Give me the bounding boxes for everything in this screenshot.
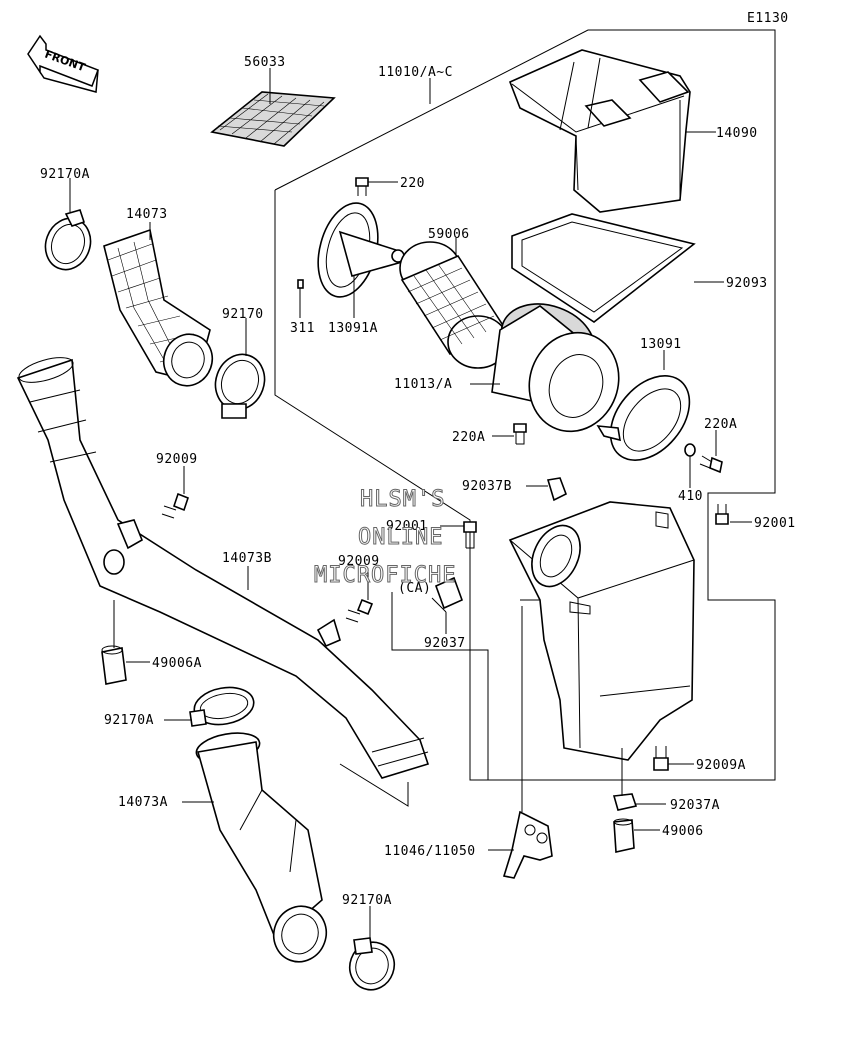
- label-92037A: 92037A: [670, 798, 720, 813]
- assembly-bracket-left: [274, 190, 488, 781]
- clamp-92170A-top: [44, 209, 92, 271]
- assembly-bracket-11010: [274, 29, 776, 781]
- clamp-92037: [431, 576, 464, 613]
- label-92009A: 92009A: [696, 758, 746, 773]
- airbox-cover-14090: [508, 49, 691, 213]
- label-14073: 14073: [126, 207, 168, 222]
- label-92009-top: 92009: [156, 452, 198, 467]
- label-92037: 92037: [424, 636, 466, 651]
- duct-14073A: [195, 732, 328, 963]
- bolt-92001-left: [463, 521, 477, 549]
- screw-220A-left: [513, 423, 527, 445]
- watermark-line-2: ONLINE: [358, 525, 443, 550]
- label-14090: 14090: [716, 126, 758, 141]
- screw-220-top: [355, 177, 369, 196]
- bolt-92001-right: [715, 504, 729, 525]
- watermark: HLSM'S ONLINE MICROFICHE: [314, 487, 456, 589]
- label-CA: (CA): [398, 581, 431, 596]
- clamp-92170: [214, 353, 266, 419]
- tube-14073B: [16, 357, 430, 807]
- screw-220A-right: [699, 455, 723, 474]
- label-92170A-mid: 92170A: [104, 713, 154, 728]
- label-92170A-top: 92170A: [40, 167, 90, 182]
- label-92001-right: 92001: [754, 516, 796, 531]
- bolt-92009-top: [161, 492, 189, 519]
- label-220A-left: 220A: [452, 430, 485, 445]
- clamp-92170A-bottom: [348, 937, 396, 991]
- bracket-11046: [502, 810, 553, 879]
- label-92001-left: 92001: [386, 519, 428, 534]
- label-92170: 92170: [222, 307, 264, 322]
- label-56033: 56033: [244, 55, 286, 70]
- label-49006: 49006: [662, 824, 704, 839]
- part-labels: 56033 11010/A~C 14090 92170A 14073 220 5…: [40, 55, 796, 908]
- label-92170A-bottom: 92170A: [342, 893, 392, 908]
- label-92009-mid: 92009: [338, 554, 380, 569]
- clip-311: [297, 279, 304, 289]
- clamp-92037B: [546, 477, 568, 502]
- cap-49006: [613, 818, 635, 853]
- label-92093: 92093: [726, 276, 768, 291]
- prefilter-59006: [399, 241, 509, 369]
- label-410: 410: [678, 489, 703, 504]
- leader-lines: [69, 68, 752, 940]
- label-220-top: 220: [400, 176, 425, 191]
- washer-410: [684, 443, 696, 457]
- label-311: 311: [290, 321, 315, 336]
- clamp-92170A-mid: [189, 686, 255, 727]
- clamp-92037A: [612, 793, 638, 811]
- label-14073B: 14073B: [222, 551, 272, 566]
- label-220A-right: 220A: [704, 417, 737, 432]
- filter-element-11013: [491, 303, 620, 433]
- bolt-92009-mid: [345, 598, 374, 623]
- cap-13091: [596, 375, 691, 461]
- watermark-line-3: MICROFICHE: [314, 563, 456, 588]
- label-59006: 59006: [428, 227, 470, 242]
- duct-14073: [103, 228, 214, 387]
- holder-13091A: [317, 202, 405, 298]
- watermark-line-1: HLSM'S: [360, 487, 445, 512]
- front-arrow-icon: FRONT: [27, 34, 99, 93]
- bolt-92009A: [653, 746, 669, 771]
- label-92037B: 92037B: [462, 479, 512, 494]
- label-49006A: 49006A: [152, 656, 202, 671]
- pad-56033: [210, 91, 336, 147]
- label-11010: 11010/A~C: [378, 65, 453, 80]
- label-13091A: 13091A: [328, 321, 378, 336]
- diagram-code: E1130: [747, 11, 789, 26]
- cap-49006A: [101, 645, 127, 685]
- label-14073A: 14073A: [118, 795, 168, 810]
- gasket-92093: [511, 213, 696, 323]
- airbox-case: [508, 501, 695, 761]
- label-11013: 11013/A: [394, 377, 452, 392]
- label-11046: 11046/11050: [384, 844, 476, 859]
- label-13091: 13091: [640, 337, 682, 352]
